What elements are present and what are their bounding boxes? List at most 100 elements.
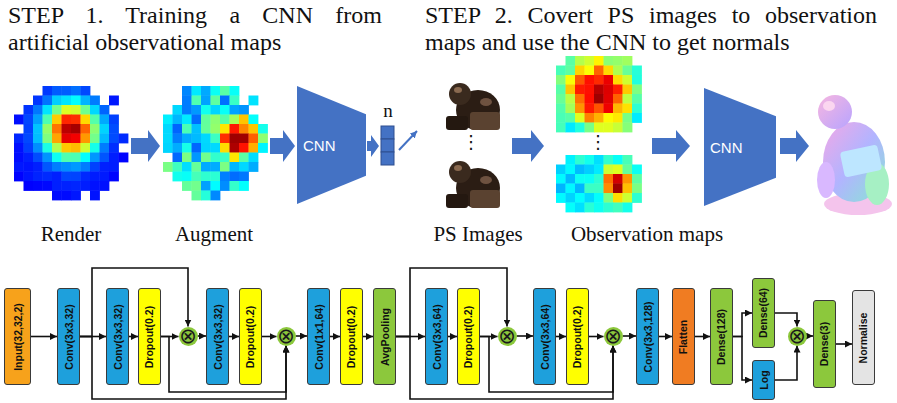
- heatmap-cell: [230, 143, 240, 153]
- heatmap-cell: [623, 94, 633, 104]
- block-label: CNN: [303, 137, 336, 154]
- layer-box: Normalise: [852, 290, 875, 385]
- caption-label: Observation maps: [571, 222, 723, 246]
- heatmap-cell: [623, 203, 633, 213]
- heatmap-cell: [71, 105, 81, 115]
- heatmap-cell: [81, 181, 91, 191]
- heatmap-cell: [14, 134, 24, 144]
- heatmap-cell: [556, 123, 566, 133]
- normal-map-part: [817, 162, 835, 198]
- heatmap-cell: [585, 184, 595, 194]
- heatmap-cell: [109, 124, 119, 134]
- heatmap-cell: [585, 56, 595, 66]
- connector: [396, 268, 507, 337]
- vector-cell: [381, 139, 394, 152]
- caption-label: Render: [41, 222, 102, 246]
- heatmap-cell: [192, 105, 202, 115]
- heatmap-cell: [594, 85, 604, 95]
- heatmap-cell: [239, 105, 249, 115]
- heatmap-cell: [163, 143, 173, 153]
- heatmap-cell: [575, 155, 585, 165]
- heatmap-cell: [585, 94, 595, 104]
- heatmap-cell: [62, 143, 72, 153]
- heatmap-cell: [220, 86, 230, 96]
- heatmap-cell: [594, 155, 604, 165]
- layer-label: Input(32,32,2): [12, 303, 24, 371]
- heatmap-cell: [90, 96, 100, 106]
- layer-label: Conv(3x3,32): [212, 304, 224, 369]
- heatmap-cell: [220, 172, 230, 182]
- heatmap-cell: [575, 203, 585, 213]
- heatmap-cell: [33, 105, 43, 115]
- heatmap-cell: [201, 86, 211, 96]
- heatmap-cell: [90, 162, 100, 172]
- heatmap-cell: [230, 153, 240, 163]
- heatmap-cell: [249, 96, 259, 106]
- heatmap-cell: [192, 162, 202, 172]
- block-arrow: [652, 130, 690, 162]
- heatmap-cell: [585, 113, 595, 123]
- heatmap-cell: [575, 94, 585, 104]
- heatmap-cell: [613, 203, 623, 213]
- heatmap-cell: [613, 165, 623, 175]
- heatmap-cell: [556, 85, 566, 95]
- heatmap-cell: [52, 124, 62, 134]
- heatmap-cell: [604, 193, 614, 203]
- heatmap-cell: [192, 172, 202, 182]
- heatmap-cell: [556, 94, 566, 104]
- heatmap-cell: [182, 172, 192, 182]
- layer-box: Flatten: [672, 288, 695, 385]
- heatmap-cell: [201, 153, 211, 163]
- connector: [31, 336, 57, 338]
- heatmap-cell: [230, 86, 240, 96]
- heatmap-cell: [575, 193, 585, 203]
- layer-label: Conv(1x1,64): [313, 304, 325, 369]
- heatmap-cell: [109, 134, 119, 144]
- heatmap-cell: [201, 162, 211, 172]
- connector: [836, 343, 852, 345]
- heatmap-cell: [566, 184, 576, 194]
- heatmap-cell: [220, 124, 230, 134]
- layer-box: Input(32,32,2): [4, 288, 31, 385]
- layer-label: Dropout(0.2): [245, 305, 257, 367]
- caption-label: PS Images: [433, 222, 522, 246]
- heatmap-cell: [33, 181, 43, 191]
- heatmap-cell: [192, 115, 202, 125]
- layer-box: Conv(1x1,64): [307, 288, 330, 385]
- heatmap-cell: [556, 104, 566, 114]
- connector: [198, 335, 207, 337]
- heatmap-cell: [90, 105, 100, 115]
- heatmap-cell: [62, 96, 72, 106]
- heatmap-cell: [556, 193, 566, 203]
- heatmap-cell: [613, 85, 623, 95]
- heatmap-cell: [52, 181, 62, 191]
- layer-label: Dropout(0.2): [463, 305, 475, 367]
- heatmap-cell: [556, 113, 566, 123]
- heatmap-cell: [258, 124, 268, 134]
- heatmap-cell: [623, 85, 633, 95]
- heatmap-cell: [24, 143, 34, 153]
- heatmap-cell: [62, 181, 72, 191]
- cnn-trapezoid: [297, 86, 366, 204]
- heatmap-cell: [71, 181, 81, 191]
- heatmap-cell: [24, 115, 34, 125]
- cnn-block: CNN: [704, 88, 776, 206]
- operator-symbol: ⊗: [604, 327, 622, 346]
- heatmap-cell: [173, 134, 183, 144]
- heatmap-cell: [211, 172, 221, 182]
- statue-image: [446, 83, 500, 130]
- heatmap-cell: [623, 104, 633, 114]
- heatmap-cell: [566, 155, 576, 165]
- heatmap-cell: [604, 123, 614, 133]
- operator-symbol: ⊗: [498, 327, 516, 346]
- heatmap-cell: [81, 162, 91, 172]
- heatmap-cell: [632, 75, 642, 85]
- layer-box: Conv(3x3,128): [636, 288, 659, 385]
- heatmap-cell: [604, 75, 614, 85]
- heatmap-cell: [585, 66, 595, 76]
- heatmap-cell: [230, 172, 240, 182]
- normal-map-part: [840, 144, 883, 177]
- heatmap-cell: [575, 56, 585, 66]
- heatmap-cell: [71, 96, 81, 106]
